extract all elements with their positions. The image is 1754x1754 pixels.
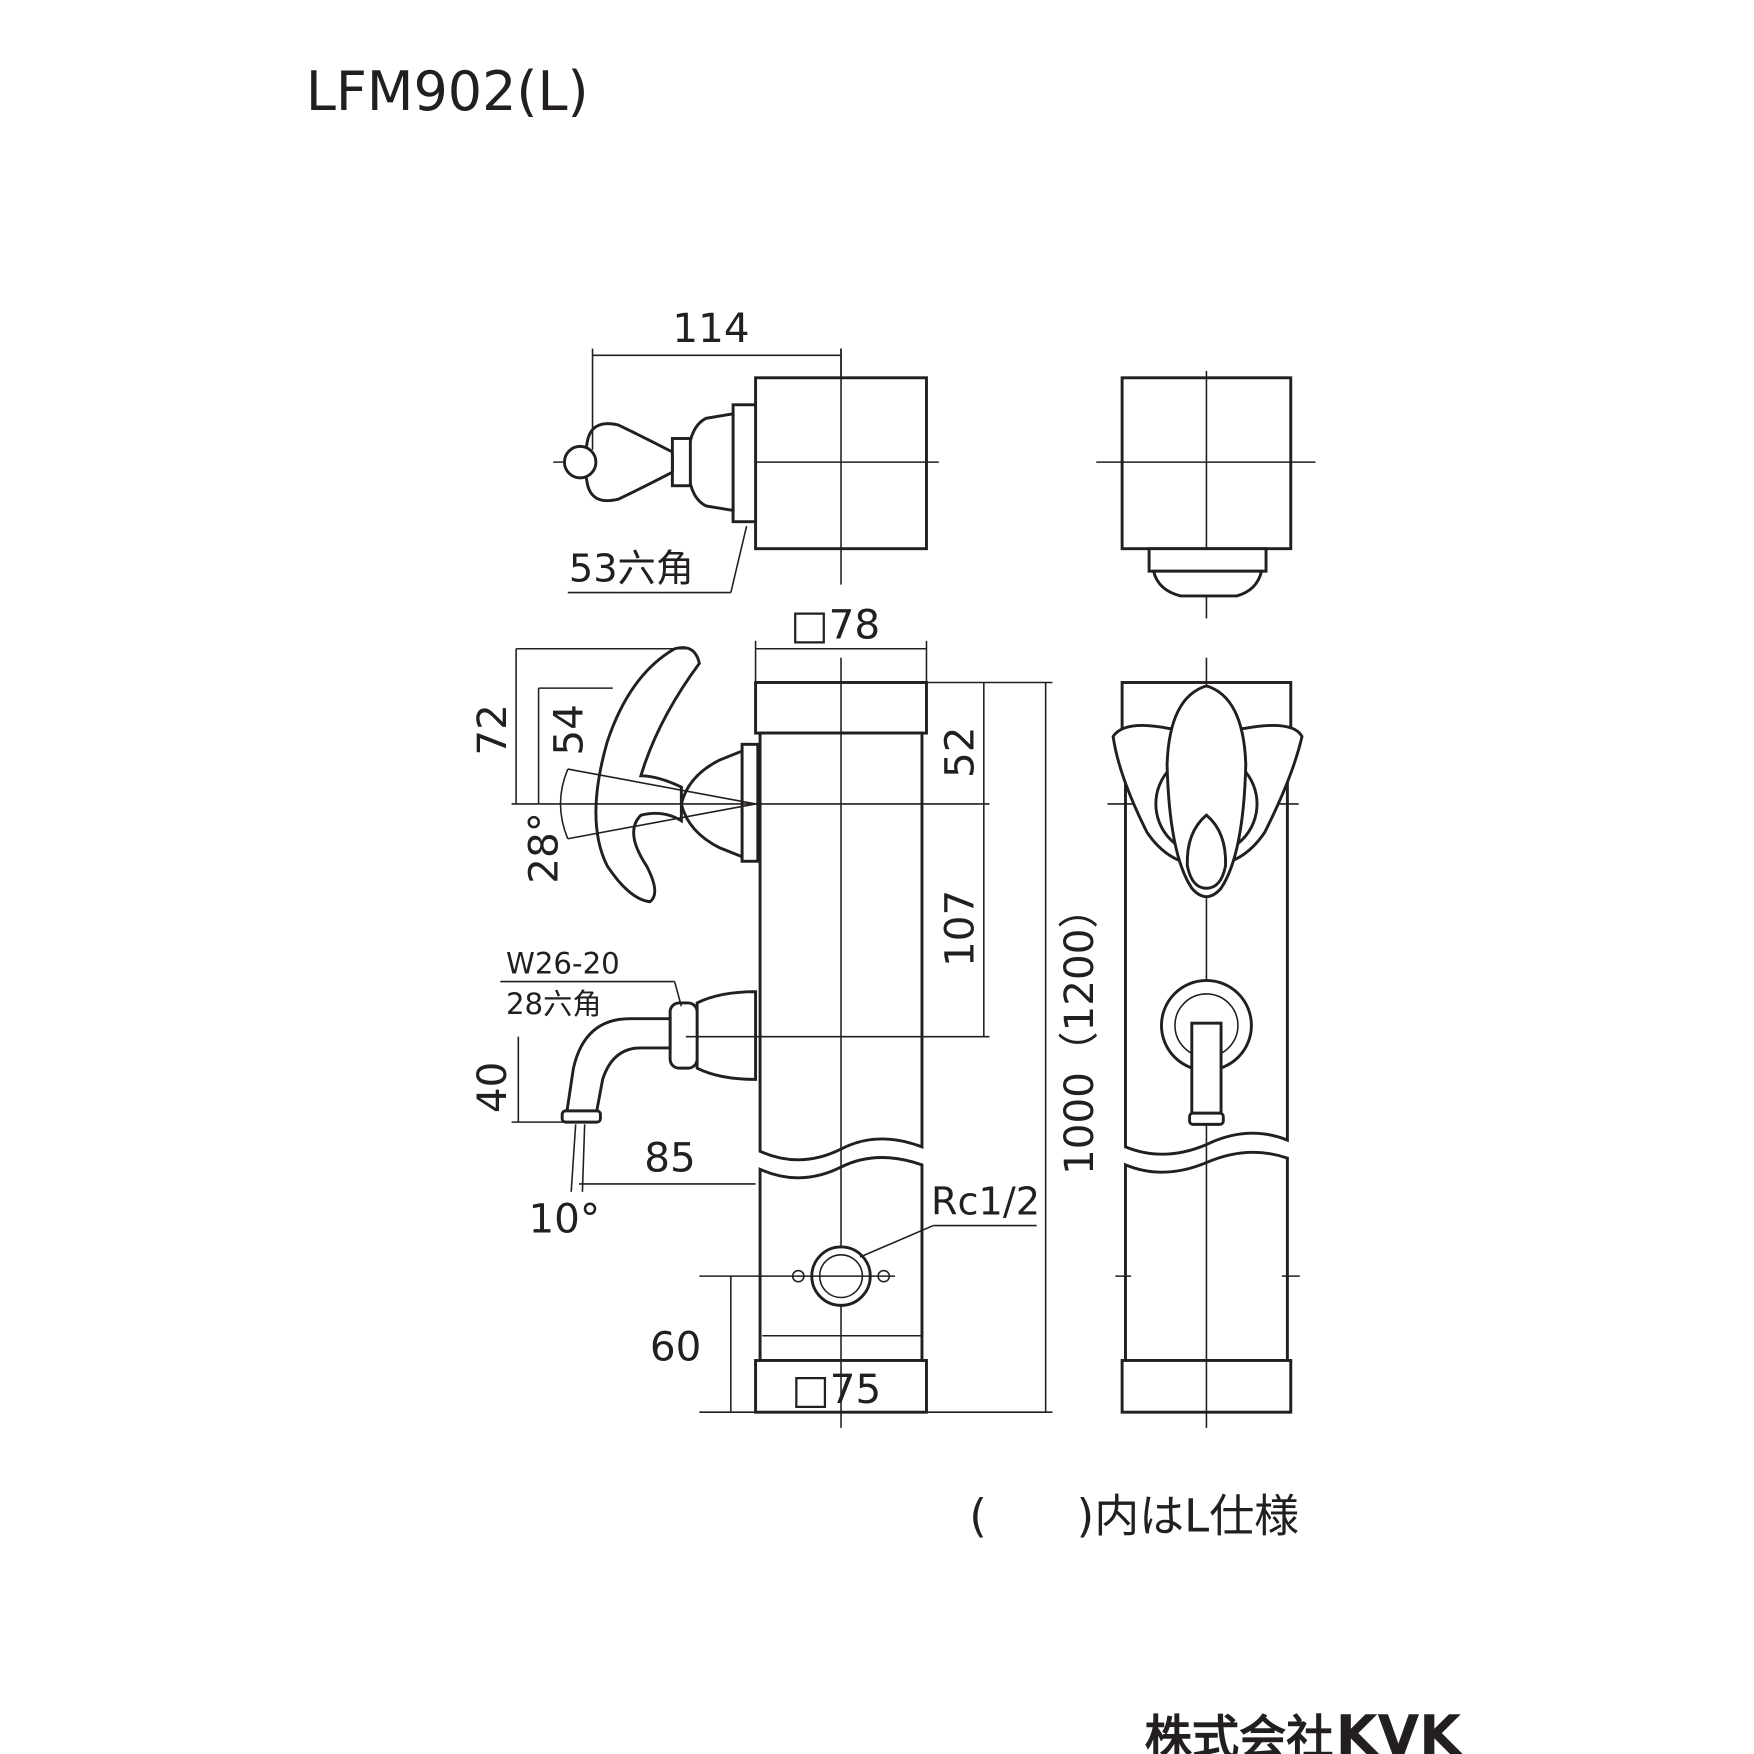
front-elevation (1107, 657, 1304, 1428)
dim-60: 60 (650, 1322, 702, 1370)
footnote: ( )内はL仕様 (969, 1489, 1299, 1542)
dim-52: 52 (936, 727, 984, 779)
dim-54: 54 (544, 704, 592, 756)
dim-72: 72 (468, 704, 516, 756)
dim-114: 114 (672, 304, 749, 352)
dim-75: □75 (792, 1365, 882, 1413)
model-title: LFM902(L) (306, 60, 589, 123)
dim-85: 85 (644, 1134, 696, 1182)
inlet-size: Rc1/2 (931, 1180, 1040, 1224)
dim-78: □78 (790, 601, 880, 649)
top-view-side: 114 53六角 (553, 304, 939, 594)
side-elevation: □78 1000（1200） 52 107 72 54 28° W26-20 2… (468, 601, 1103, 1428)
dim-40: 40 (468, 1062, 516, 1114)
dim-28-deg: 28° (520, 812, 568, 884)
svg-text:株式会社: 株式会社 (1145, 1711, 1334, 1754)
top-view-front (1096, 371, 1316, 619)
spout-thread: W26-20 (506, 947, 620, 981)
dim-1000: 1000（1200） (1055, 888, 1103, 1175)
dim-107: 107 (936, 890, 984, 967)
svg-text:KVK: KVK (1336, 1704, 1464, 1754)
kvk-logo: 株式会社 KVK (1145, 1704, 1464, 1754)
dim-10-deg: 10° (528, 1194, 600, 1242)
dim-53-hex: 53六角 (569, 547, 694, 591)
spout-hex: 28六角 (506, 987, 602, 1021)
